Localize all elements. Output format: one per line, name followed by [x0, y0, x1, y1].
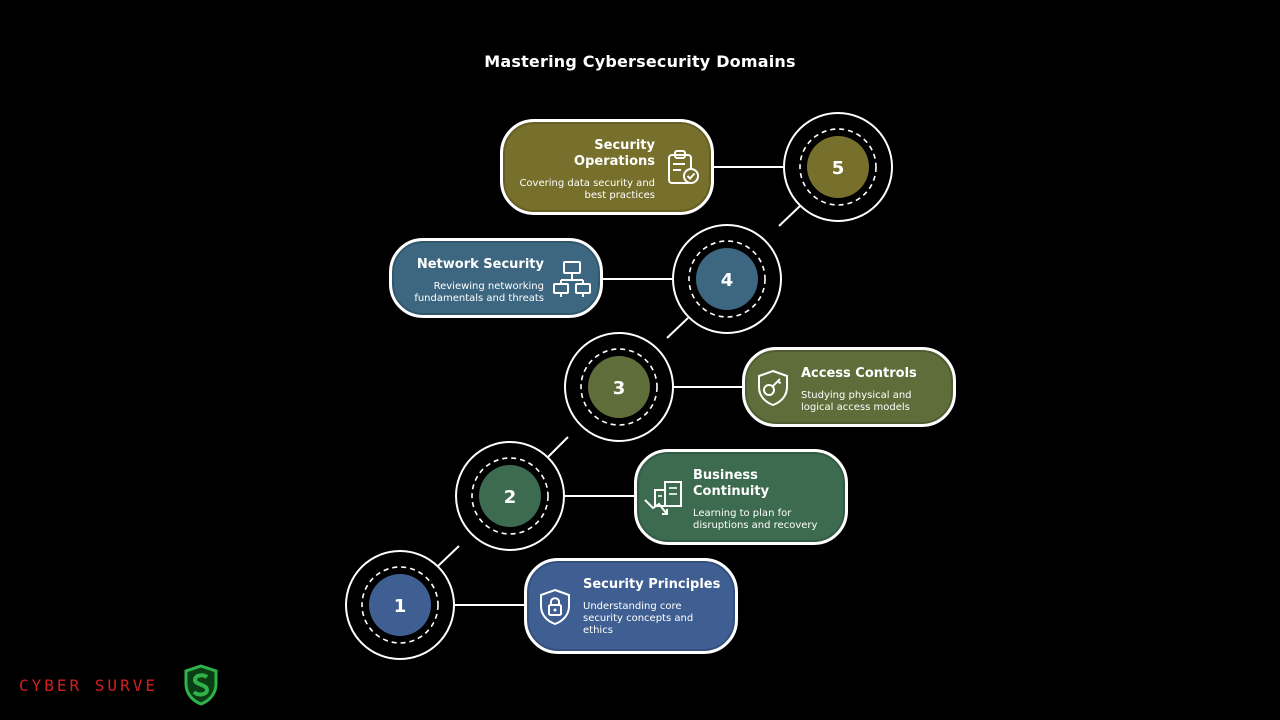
- step-card-2: Business Continuity Learning to plan for…: [634, 449, 848, 545]
- step-card-1: Security Principles Understanding core s…: [524, 558, 738, 654]
- link-3-4: [666, 317, 689, 339]
- step-circle-4: 4: [672, 224, 782, 334]
- step-number-3: 3: [613, 378, 626, 399]
- building-chart-icon: [644, 481, 682, 515]
- step-number-4: 4: [721, 270, 734, 291]
- step-circle-3: 3: [564, 332, 674, 442]
- page-title: Mastering Cybersecurity Domains: [484, 52, 796, 71]
- clipboard-check-icon: [668, 150, 699, 184]
- step-circle-2: 2: [455, 441, 565, 551]
- step-number-1: 1: [394, 596, 407, 617]
- step-circle-1: 1: [345, 550, 455, 660]
- link-4-5: [778, 205, 801, 227]
- step-title-3: Access Controls: [801, 366, 917, 381]
- padlock-shield-icon: [540, 588, 570, 626]
- step-card-5: Security Operations Covering data securi…: [500, 119, 714, 215]
- step-title-4: Network Security: [416, 257, 544, 272]
- step-title-5: Security Operations: [574, 138, 655, 169]
- step-number-2: 2: [504, 487, 517, 508]
- link-1-2: [437, 545, 460, 567]
- step-card-3: Access Controls Studying physical and lo…: [742, 347, 956, 427]
- link-2-3: [547, 436, 569, 458]
- network-computers-icon: [553, 261, 591, 297]
- logo-text: CYBER SURVE: [19, 676, 158, 695]
- step-circle-5: 5: [783, 112, 893, 222]
- step-description-1: Understanding core security concepts and…: [583, 601, 694, 636]
- step-title-1: Security Principles: [583, 577, 721, 592]
- step-description-2: Learning to plan for disruptions and rec…: [693, 508, 818, 531]
- step-description-5: Covering data security and best practice…: [519, 178, 655, 201]
- step-description-3: Studying physical and logical access mod…: [801, 390, 912, 413]
- step-card-4: Network Security Reviewing networking fu…: [389, 238, 603, 318]
- step-description-4: Reviewing networking fundamentals and th…: [414, 281, 544, 304]
- step-number-5: 5: [832, 158, 845, 179]
- key-shield-icon: [758, 369, 788, 407]
- shield-logo-icon: [184, 664, 218, 706]
- step-title-2: Business Continuity: [693, 468, 770, 499]
